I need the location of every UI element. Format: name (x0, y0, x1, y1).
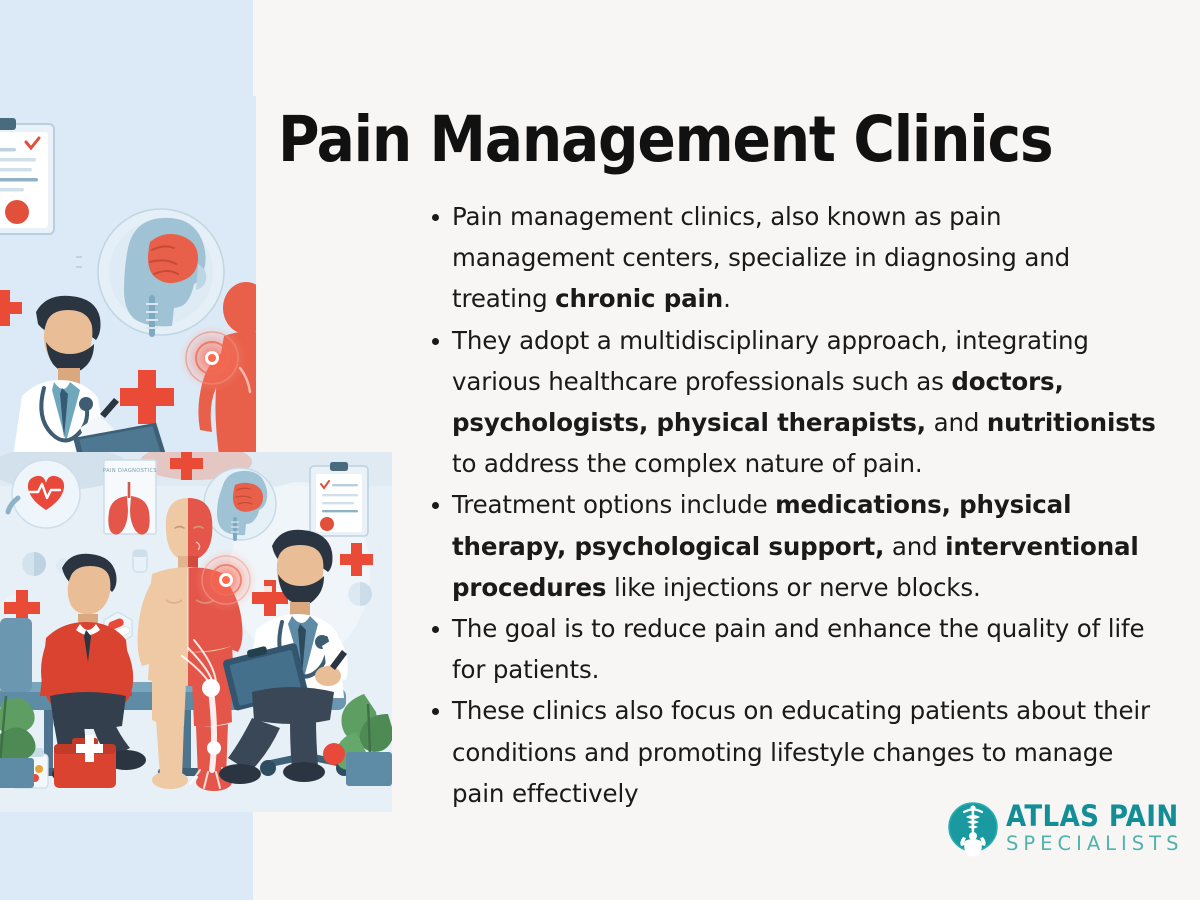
red-cross-icon (170, 452, 203, 480)
bullet-text-2: Treatment options include medications, p… (452, 490, 1139, 602)
red-cross-icon (340, 543, 373, 576)
bullet-text-3: The goal is to reduce pain and enhance t… (452, 614, 1145, 685)
illustration-top-clinical-scene (0, 96, 256, 464)
bullet-text-0: Pain management clinics, also known as p… (452, 202, 1070, 314)
key-points-list: Pain management clinics, also known as p… (424, 196, 1166, 814)
atlas-caduceus-icon (946, 801, 1000, 857)
clipboard-chart (0, 118, 55, 235)
brand-logo: ATLAS PAIN SPECIALISTS (946, 800, 1178, 866)
shoulder-pain-marker (194, 548, 258, 612)
red-cross-icon (252, 580, 288, 616)
brand-logo-text: ATLAS PAIN SPECIALISTS (1006, 800, 1183, 855)
list-item: They adopt a multidisciplinary approach,… (424, 320, 1166, 485)
decorative-medical-shapes (2, 549, 372, 618)
potted-plant (0, 695, 36, 788)
brain-anatomy-circle (203, 467, 277, 541)
list-item: These clinics also focus on educating pa… (424, 690, 1166, 814)
shoulder-pain-marker (178, 324, 246, 392)
potted-plant (323, 694, 392, 786)
red-cross-icon (120, 370, 174, 424)
bullet-text-4: These clinics also focus on educating pa… (452, 696, 1150, 808)
clipboard-checklist (309, 462, 369, 537)
illustration-bottom-consultation-scene: PAIN DIAGNOSTICS (0, 452, 392, 812)
red-cross-icon (4, 590, 40, 626)
first-aid-kit (54, 735, 116, 788)
heart-ecg-bubble (5, 459, 81, 529)
list-item: Pain management clinics, also known as p… (424, 196, 1166, 320)
list-item: Treatment options include medications, p… (424, 484, 1166, 608)
svg-text:PAIN DIAGNOSTICS: PAIN DIAGNOSTICS (103, 468, 157, 474)
page-title: Pain Management Clinics (278, 103, 1054, 177)
lungs-poster: PAIN DIAGNOSTICS (103, 459, 157, 535)
bullet-text-1: They adopt a multidisciplinary approach,… (452, 325, 1156, 479)
decorative-ticks (76, 256, 82, 268)
brand-name-secondary: SPECIALISTS (1006, 832, 1184, 855)
list-item: The goal is to reduce pain and enhance t… (424, 608, 1166, 690)
doctor-with-clipboard (219, 529, 352, 784)
brain-anatomy-circle (97, 208, 225, 337)
red-cross-icon (0, 290, 22, 326)
brand-name-primary: ATLAS PAIN (1006, 799, 1179, 833)
